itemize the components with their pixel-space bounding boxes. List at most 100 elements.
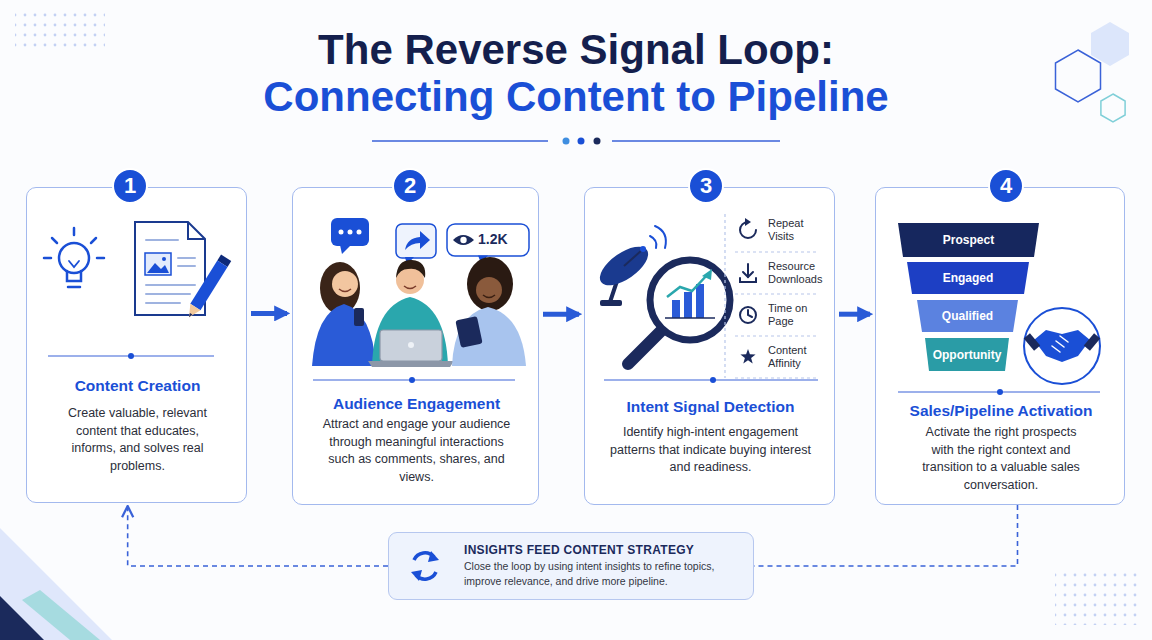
document-icon bbox=[146, 284, 195, 286]
person-figure bbox=[455, 316, 482, 348]
person-figure bbox=[467, 257, 513, 311]
flow-arrow bbox=[251, 311, 287, 316]
pencil-icon bbox=[217, 255, 231, 267]
handshake-icon bbox=[1024, 308, 1100, 384]
person-figure bbox=[476, 277, 502, 303]
step-description: Activate the right prospects with the ri… bbox=[916, 424, 1086, 494]
person-figure bbox=[332, 271, 358, 297]
satellite-dish-icon bbox=[610, 278, 618, 302]
refresh-icon bbox=[411, 551, 439, 581]
share-bubble-icon bbox=[405, 231, 430, 250]
card-divider bbox=[604, 377, 818, 383]
document-icon bbox=[135, 222, 205, 315]
lightbulb-icon bbox=[73, 228, 76, 235]
document-icon bbox=[135, 222, 205, 315]
pencil-icon bbox=[184, 255, 231, 321]
signal-list-divider bbox=[735, 335, 817, 336]
signal-icon bbox=[740, 278, 756, 282]
person-figure bbox=[320, 262, 360, 314]
funnel-stage-text: Prospect bbox=[898, 223, 1039, 257]
title-divider bbox=[612, 140, 780, 142]
person-figure bbox=[368, 361, 454, 367]
document-icon bbox=[178, 257, 195, 259]
document-icon bbox=[146, 239, 178, 241]
satellite-dish-icon bbox=[600, 300, 622, 306]
handshake-icon bbox=[1052, 346, 1060, 352]
number-circle bbox=[989, 169, 1023, 203]
satellite-dish-icon bbox=[655, 226, 666, 248]
signal-icon bbox=[743, 272, 753, 277]
step-heading: Intent Signal Detection bbox=[585, 397, 836, 417]
funnel-band-shape bbox=[925, 338, 1009, 371]
views-bubble-icon bbox=[453, 235, 474, 245]
title-divider bbox=[372, 138, 780, 145]
funnel-band: Opportunity bbox=[925, 338, 1009, 371]
funnel-band-shape bbox=[917, 300, 1018, 332]
handshake-icon bbox=[1024, 333, 1040, 350]
funnel-band: Engaged bbox=[907, 262, 1029, 294]
pencil-icon bbox=[188, 313, 193, 318]
dot-grid bbox=[1055, 573, 1140, 625]
signal-icon bbox=[740, 349, 755, 364]
person-figure bbox=[396, 260, 425, 278]
person-figure bbox=[368, 260, 454, 367]
step-number-text: 3 bbox=[688, 168, 724, 204]
card-divider bbox=[997, 389, 1003, 395]
magnifier-icon bbox=[650, 260, 730, 340]
views-bubble-icon bbox=[460, 237, 466, 243]
person-figure bbox=[452, 257, 526, 366]
satellite-dish-icon bbox=[650, 236, 656, 248]
corner-decoration bbox=[0, 596, 44, 640]
magnifier-icon bbox=[628, 330, 662, 364]
share-bubble-icon bbox=[396, 224, 436, 258]
lightbulb-icon bbox=[59, 243, 89, 273]
lightbulb-icon bbox=[67, 271, 81, 281]
lightbulb-icon bbox=[91, 238, 96, 243]
chat-bubble-icon bbox=[348, 230, 353, 235]
lightbulb-icon bbox=[44, 257, 51, 260]
satellite-dish-icon bbox=[640, 246, 646, 252]
document-icon bbox=[146, 240, 195, 303]
title-divider bbox=[563, 138, 570, 145]
dot-grid bbox=[15, 13, 1140, 625]
signal-list-divider bbox=[724, 214, 725, 378]
signal-icon bbox=[740, 307, 756, 323]
chat-bubble-icon bbox=[331, 218, 369, 254]
chat-bubble-icon bbox=[357, 230, 362, 235]
document-icon bbox=[146, 293, 190, 295]
satellite-dish-icon bbox=[594, 239, 655, 292]
signal-list-divider bbox=[735, 293, 817, 294]
handshake-icon bbox=[1056, 341, 1064, 347]
person-figure bbox=[404, 286, 416, 289]
step-description: Identify high-intent engagement patterns… bbox=[610, 424, 811, 477]
step-card: Sales/Pipeline ActivationActivate the ri… bbox=[875, 187, 1125, 505]
number-circle bbox=[689, 169, 723, 203]
step-heading: Content Creation bbox=[27, 376, 248, 396]
number-circle bbox=[113, 169, 147, 203]
hexagon-decoration bbox=[1101, 94, 1125, 122]
magnifier-icon bbox=[672, 300, 680, 318]
pencil-icon bbox=[184, 304, 201, 321]
funnel-band-shape bbox=[907, 262, 1029, 294]
document-icon bbox=[147, 263, 169, 273]
step-number-text: 1 bbox=[112, 168, 148, 204]
person-figure bbox=[372, 297, 448, 366]
document-icon bbox=[145, 253, 171, 275]
magnifier-icon bbox=[702, 269, 712, 280]
hexagon-decoration bbox=[1091, 22, 1129, 66]
views-bubble-icon bbox=[447, 224, 529, 263]
step-number: 3 bbox=[688, 168, 724, 204]
signal-icon bbox=[740, 222, 756, 238]
funnel-band: Prospect bbox=[898, 223, 1039, 257]
person-figure bbox=[312, 262, 376, 366]
views-bubble-icon bbox=[478, 256, 488, 264]
magnifier-icon bbox=[628, 260, 730, 364]
magnifier-icon bbox=[665, 317, 715, 319]
chat-bubble-icon bbox=[331, 218, 369, 246]
card-divider bbox=[128, 353, 134, 359]
handshake-icon bbox=[1034, 330, 1090, 362]
